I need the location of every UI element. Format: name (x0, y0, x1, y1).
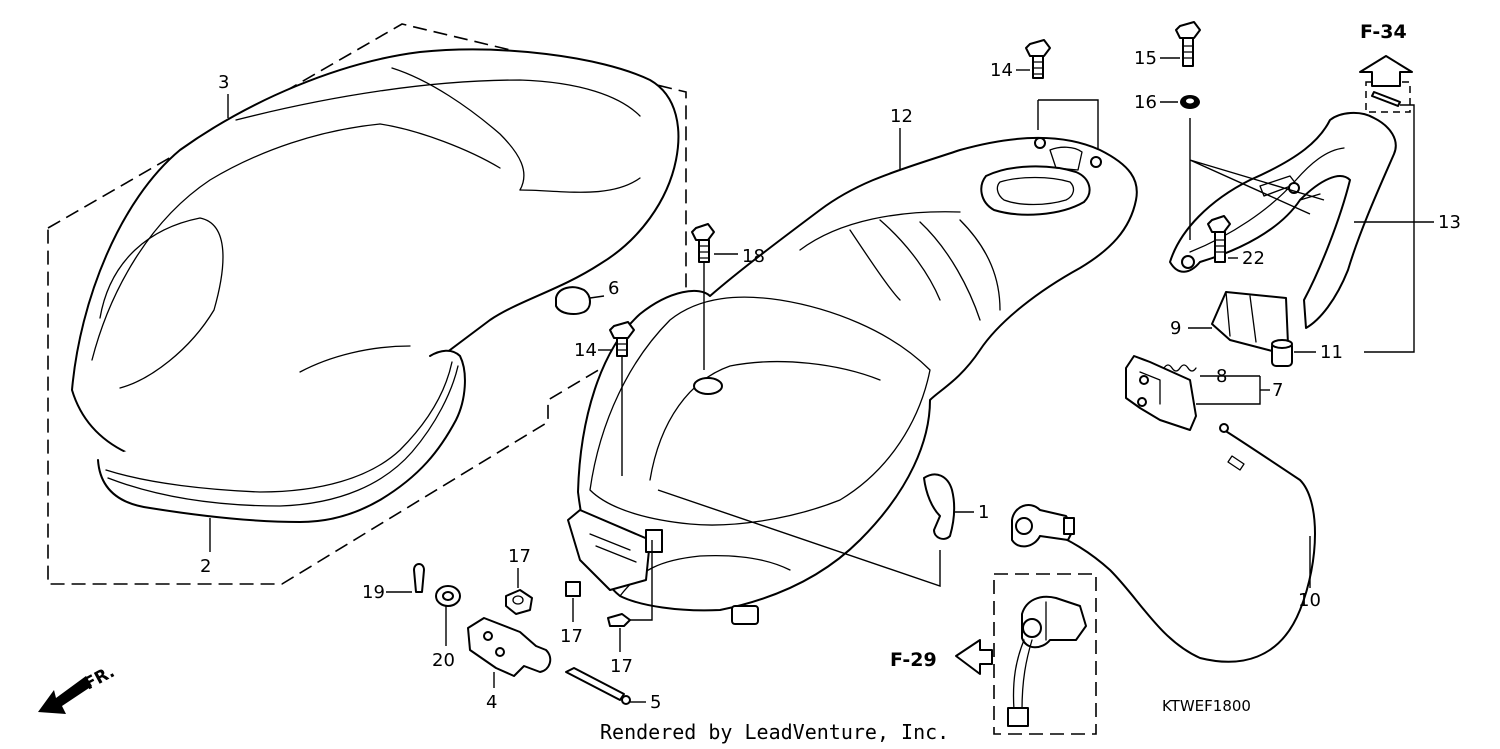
callout-8: 8 (1216, 366, 1227, 387)
leader-17 (630, 540, 653, 621)
pin-5[interactable] (565, 667, 631, 705)
credit-text: Rendered by LeadVenture, Inc. (600, 720, 949, 744)
seat-cable-part[interactable] (1045, 429, 1316, 663)
callout-19: 17 (508, 546, 531, 567)
bolt-18[interactable] (691, 223, 715, 263)
pin-part[interactable] (1371, 91, 1401, 107)
nut-17-lower[interactable] (607, 613, 631, 627)
callout-2: 2 (200, 556, 211, 577)
seat-trim-part[interactable] (97, 349, 466, 523)
leader-7 (1196, 375, 1261, 405)
callout-12: 12 (890, 106, 913, 127)
callout-16: 16 (1134, 92, 1157, 113)
callout-6: 6 (608, 278, 619, 299)
callout-14-left: 14 (574, 340, 597, 361)
seat-catch-part[interactable] (1125, 355, 1197, 431)
lock-detail-box (993, 573, 1097, 735)
bolt-14-left[interactable] (609, 321, 635, 357)
seat-part[interactable] (71, 48, 680, 471)
leader-13 (1354, 104, 1415, 353)
hollow-arrow-left-icon (955, 639, 993, 675)
seat-lock-part[interactable] (1011, 504, 1075, 548)
clip-21[interactable] (413, 563, 425, 593)
grab-rail-part[interactable] (1169, 112, 1397, 329)
front-direction-arrow-icon (38, 676, 92, 714)
callout-11: 11 (1320, 342, 1343, 363)
clip-part[interactable] (923, 473, 956, 540)
bolt-15[interactable] (1175, 21, 1201, 67)
callout-7: 7 (1272, 380, 1283, 401)
leader-1 (657, 489, 941, 587)
callout-10: 10 (1298, 590, 1321, 611)
spring-8[interactable] (1163, 364, 1197, 372)
washer-16[interactable] (1180, 95, 1200, 109)
callout-4: 4 (486, 692, 497, 713)
nut-19[interactable] (505, 589, 533, 615)
seat-group-box (47, 23, 687, 585)
callout-17-upper: 17 (560, 626, 583, 647)
bolt-22[interactable] (1207, 215, 1231, 263)
callout-22: 22 (1242, 248, 1265, 269)
callout-9: 9 (1170, 318, 1181, 339)
stay-4[interactable] (467, 617, 552, 677)
leader-14b (1037, 99, 1099, 150)
seat-lock-detail-part[interactable] (1007, 595, 1087, 727)
callout-21: 19 (362, 582, 385, 603)
callout-20: 20 (432, 650, 455, 671)
collar-11[interactable] (1271, 339, 1293, 367)
pin-box (1365, 81, 1411, 113)
callout-1: 1 (978, 502, 989, 523)
callout-14-top: 14 (990, 60, 1013, 81)
callout-5: 5 (650, 692, 661, 713)
callout-13: 13 (1438, 212, 1461, 233)
bolt-14-top[interactable] (1025, 39, 1051, 79)
callout-17-lower: 17 (610, 656, 633, 677)
luggage-box-part[interactable] (567, 136, 1138, 625)
callout-3: 3 (218, 72, 229, 93)
grommet-20[interactable] (435, 585, 461, 607)
nut-6-part[interactable] (555, 286, 591, 315)
leader-15-16 (1189, 118, 1325, 240)
callout-15: 15 (1134, 48, 1157, 69)
ref-label-top-right: F-34 (1360, 21, 1407, 43)
nut-17-upper[interactable] (565, 581, 581, 597)
ref-label-bottom: F-29 (890, 649, 937, 671)
diagram-code: KTWEF1800 (1162, 697, 1251, 715)
callout-18: 18 (742, 246, 765, 267)
hollow-arrow-up-icon (1359, 55, 1413, 87)
